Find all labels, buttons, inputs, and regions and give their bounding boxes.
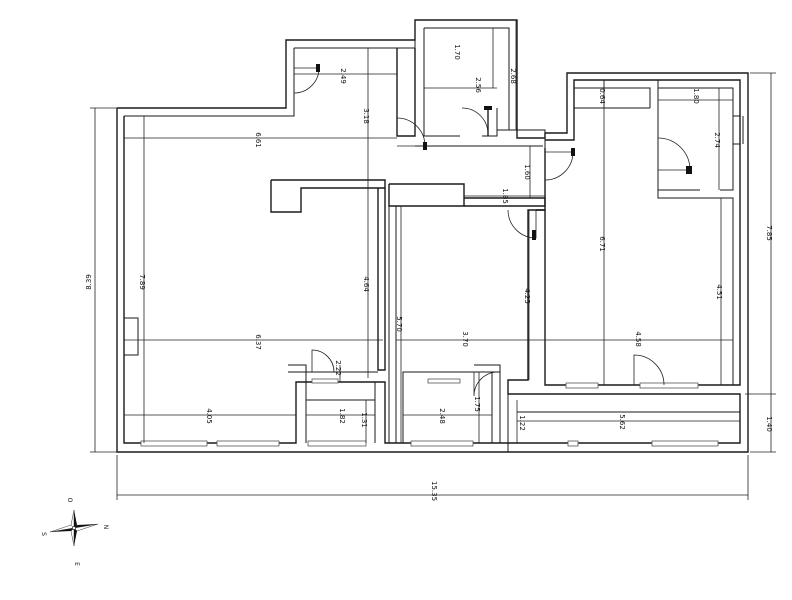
- dim-mid-step: 1.75: [473, 396, 481, 412]
- door-swing: [311, 349, 335, 373]
- dim-living-width-bottom: 6.37: [254, 334, 262, 350]
- interior-walls: [124, 27, 744, 452]
- dim-balcony-right-h: 1.22: [518, 415, 526, 431]
- door-swing: [633, 354, 665, 386]
- dim-top-right-a: 0.64: [598, 88, 606, 104]
- dim-total-width: 15.35: [430, 481, 438, 501]
- dim-living-inner: 4.64: [362, 276, 370, 292]
- dim-bath-height: 1.70: [453, 44, 461, 60]
- window: [651, 440, 719, 447]
- compass-label-north: N: [102, 525, 109, 530]
- compass-rose: O N S E: [40, 498, 109, 566]
- window: [427, 378, 461, 384]
- window: [567, 440, 579, 447]
- compass-label-east: E: [73, 562, 80, 566]
- dim-bed-mid-height: 5.70: [395, 316, 403, 332]
- dim-small-c: 1.31: [360, 412, 368, 428]
- dim-total-height: 8.39: [85, 274, 93, 290]
- dim-balcony-left: 4.05: [205, 408, 213, 424]
- dim-bed-right-inner: 4.51: [715, 284, 723, 300]
- dim-bath-outer: 2.68: [509, 68, 517, 84]
- window: [140, 440, 208, 447]
- compass-label-south: S: [40, 532, 47, 536]
- dim-top-right-c: 2.74: [713, 132, 721, 148]
- window: [565, 382, 599, 389]
- dim-corridor-v: 1.60: [523, 164, 531, 180]
- doors: [293, 64, 692, 397]
- door-swing: [396, 117, 426, 147]
- dim-bed-right-width: 4.58: [634, 331, 642, 347]
- door-swing: [293, 67, 320, 94]
- windows: [140, 378, 719, 447]
- dimension-labels: 8.39 15.35 7.85 1.40 6.61 6.37 7.89 4.64…: [85, 44, 773, 501]
- window: [410, 440, 474, 447]
- dim-living-height: 7.89: [138, 274, 146, 290]
- dim-entry-width: 2.49: [339, 68, 347, 84]
- window: [639, 382, 699, 389]
- door-swing: [507, 209, 537, 239]
- window: [307, 440, 367, 447]
- door-swing: [544, 151, 574, 181]
- dim-bath-width: 2.56: [474, 77, 482, 93]
- door-swing: [473, 371, 497, 397]
- dim-right-height: 7.85: [765, 225, 773, 241]
- dim-hall-top: 3.18: [362, 108, 370, 124]
- dim-balcony-mid: 2.48: [438, 408, 446, 424]
- door-swing: [461, 107, 489, 135]
- dim-top-right-b: 1.80: [692, 88, 700, 104]
- dim-balcony-right: 5.62: [618, 414, 626, 430]
- dim-small-a: 2.22: [334, 360, 342, 376]
- dim-bed-mid-width: 3.70: [461, 331, 469, 347]
- dim-living-width-top: 6.61: [254, 132, 262, 148]
- dim-bed-mid-inner: 4.25: [523, 288, 531, 304]
- dim-corridor-h: 1.85: [501, 188, 509, 204]
- dimension-lines: [90, 20, 776, 500]
- dim-small-b: 1.82: [338, 408, 346, 424]
- compass-label-west: O: [66, 498, 73, 503]
- dim-bed-right-height: 6.71: [598, 236, 606, 252]
- window: [216, 440, 280, 447]
- dim-right-bottom: 1.40: [765, 416, 773, 432]
- door-swing: [657, 137, 691, 171]
- window: [311, 378, 339, 384]
